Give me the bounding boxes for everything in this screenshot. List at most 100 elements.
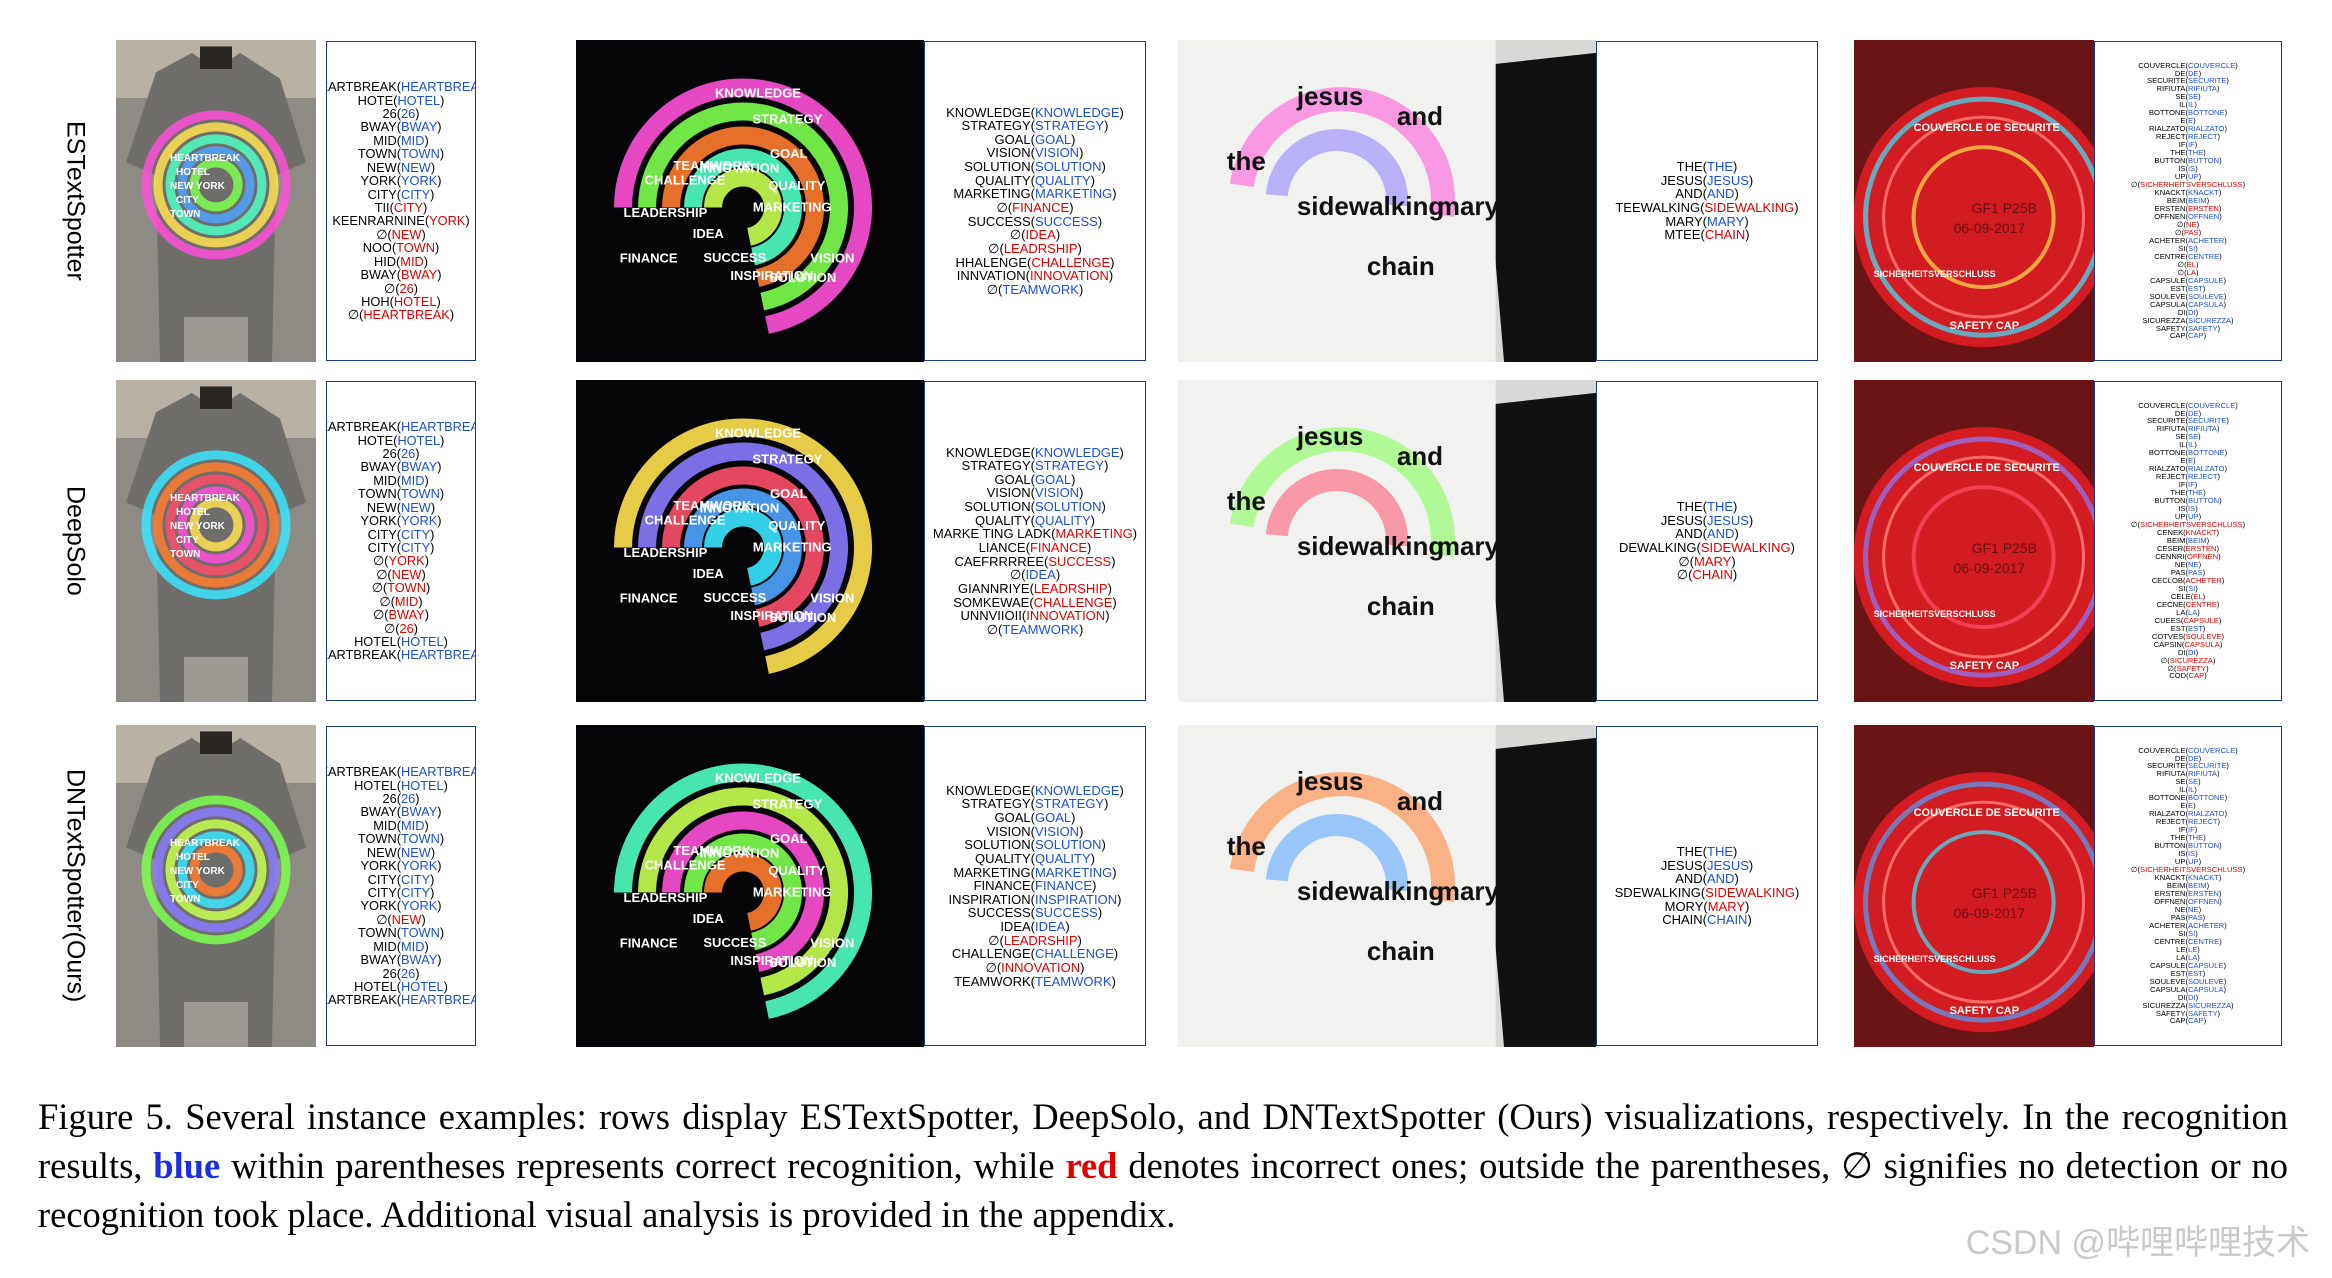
ground-truth-text: BUTTON [2188, 841, 2220, 851]
svg-text:KNOWLEDGE: KNOWLEDGE [715, 85, 801, 100]
predicted-text: MARY [1665, 213, 1703, 229]
ground-truth-text: IS [2188, 849, 2196, 859]
ground-truth-text: ERSTEN [2188, 888, 2219, 898]
ground-truth-text: JESUS [1707, 172, 1749, 188]
predicted-text: PAS [2170, 912, 2186, 922]
ground-truth-text: CHAIN [1704, 227, 1746, 243]
ground-truth-text: THE [1707, 499, 1733, 515]
result-line: ∅(INNOVATION) [985, 960, 1085, 976]
predicted-text: IDEA [1000, 919, 1031, 935]
ground-truth-text: HOTEL [397, 432, 441, 448]
ground-truth-text: PAS [2183, 227, 2199, 237]
ground-truth-text: COUVERCLE [2188, 60, 2236, 70]
ground-truth-text: IF [2188, 825, 2195, 835]
ground-truth-text: LEADRSHIP [1003, 932, 1078, 948]
ground-truth-text: THE [1707, 159, 1733, 175]
svg-text:SICHERHEITSVERSCHLUSS: SICHERHEITSVERSCHLUSS [1874, 269, 1996, 279]
svg-text:CITY: CITY [176, 880, 199, 891]
predicted-text: STRATEGY [961, 118, 1031, 134]
predicted-text: CAP [2169, 1016, 2186, 1026]
result-line: CITY(CITY) [367, 526, 435, 542]
ground-truth-text: MARY [1707, 898, 1746, 914]
result-line: THE(THE) [1676, 499, 1738, 515]
recognition-results: COUVERCLE(COUVERCLE)DE(DE)SECURITE(SECUR… [2094, 726, 2282, 1046]
result-line: CENNRI(OFFNEN) [2155, 551, 2221, 561]
predicted-text: ∅ [347, 307, 360, 323]
svg-text:GF1 P25B: GF1 P25B [1972, 885, 2037, 901]
predicted-text: SECURITE [2147, 761, 2186, 771]
ground-truth-text: BOTTONE [2188, 448, 2225, 458]
result-line: QUALITY(QUALITY) [975, 172, 1095, 188]
ground-truth-text: SAFETY [2188, 1008, 2218, 1018]
svg-text:TEAMWORK: TEAMWORK [673, 158, 752, 173]
result-line: BUTTON(BUTTON) [2154, 496, 2222, 506]
ground-truth-text: AND [1707, 186, 1735, 202]
ground-truth-text: LA [2186, 267, 2196, 277]
result-line: QUALITY(QUALITY) [975, 850, 1095, 866]
predicted-text: TII [374, 200, 390, 215]
svg-text:TOWN: TOWN [170, 209, 200, 220]
svg-text:HOTEL: HOTEL [176, 507, 210, 518]
predicted-text: THE [1676, 499, 1703, 515]
ground-truth-text: SOLUTION [1035, 499, 1102, 515]
predicted-text: SI [2178, 243, 2186, 253]
result-line: IDEA(IDEA) [1000, 919, 1070, 935]
predicted-text: IS [2178, 849, 2186, 859]
recognition-results: HEARTBREAK(HEARTBREAK)HOTEL(HOTEL)26(26)… [326, 726, 476, 1046]
result-line: SAFETY(SAFETY) [2155, 1008, 2221, 1018]
predicted-text: BWAY [360, 952, 397, 968]
ground-truth-text: CITY [401, 186, 431, 202]
result-line: BOTTONE(BOTTONE) [2148, 108, 2228, 118]
predicted-text: CAPSIN [2153, 639, 2182, 649]
predicted-text: EST [2170, 623, 2186, 633]
result-line: NE(NE) [2174, 559, 2202, 569]
result-line: SUCCESS(SUCCESS) [967, 905, 1103, 921]
ground-truth-text: SICUREZZA [2169, 655, 2213, 665]
svg-text:GOAL: GOAL [770, 831, 808, 846]
result-line: CESER(ERSTEN) [2156, 543, 2220, 553]
recognition-results: HEARTBREAK(HEARTBREAK)HOTE(HOTEL)26(26)B… [326, 381, 476, 701]
predicted-text: UP [2174, 512, 2186, 522]
result-line: CITY(CITY) [367, 540, 435, 555]
predicted-text: ∅ [2130, 520, 2138, 530]
svg-text:COUVERCLE DE SECURITE: COUVERCLE DE SECURITE [1914, 807, 2060, 819]
ground-truth-text: EL [2193, 591, 2203, 601]
ground-truth-text: IS [2188, 164, 2196, 174]
predicted-text: CITY [367, 885, 397, 900]
result-line: GOAL(GOAL) [994, 131, 1076, 147]
predicted-text: KNOWLEDGE [946, 782, 1031, 798]
svg-text:SAFETY CAP: SAFETY CAP [1950, 1005, 2019, 1017]
predicted-text: HEARTBREAK [327, 992, 397, 1008]
ground-truth-text: NEW [401, 499, 431, 515]
svg-text:COUVERCLE DE SECURITE: COUVERCLE DE SECURITE [1914, 462, 2060, 474]
method-name: DNTextSpotter(Ours) [61, 769, 90, 1003]
predicted-text: VISION [986, 485, 1031, 501]
ground-truth-text: OFFNEN [2188, 896, 2220, 906]
ground-truth-text: SIDEWALKING [1700, 540, 1791, 555]
ground-truth-text: CAPSULA [2188, 984, 2224, 994]
result-line: ∅(TEAMWORK) [986, 621, 1084, 637]
svg-text:chain: chain [1367, 936, 1435, 966]
ground-truth-text: NE [2188, 904, 2199, 914]
predicted-text: CAPSULE [2150, 960, 2186, 970]
result-line: YORK(YORK) [360, 513, 442, 529]
predicted-text: SICUREZZA [2142, 1000, 2186, 1010]
ground-truth-text: SOULEVE [2185, 631, 2222, 641]
ground-truth-text: CITY [401, 871, 431, 887]
result-line: KNOWLEDGE(KNOWLEDGE) [946, 444, 1124, 460]
result-line: BEIM(BEIM) [2166, 881, 2210, 891]
ground-truth-text: YORK [401, 898, 438, 914]
row-label-2: DeepSolo [45, 380, 105, 702]
result-line: MID(MID) [373, 817, 429, 833]
result-line: CITY(CITY) [367, 186, 435, 202]
predicted-text: LE [2176, 944, 2186, 954]
ground-truth-text: BEIM [2188, 881, 2207, 891]
result-line: RIALZATO(RIALZATO) [2149, 124, 2227, 134]
ground-truth-text: BOTTONE [2188, 793, 2225, 803]
result-line: JESUS(JESUS) [1660, 512, 1754, 528]
ground-truth-text: SAFETY [2188, 323, 2218, 333]
ground-truth-text: SOULEVE [2188, 291, 2224, 301]
predicted-text: SE [2175, 432, 2186, 442]
predicted-text: THE [2170, 488, 2186, 498]
